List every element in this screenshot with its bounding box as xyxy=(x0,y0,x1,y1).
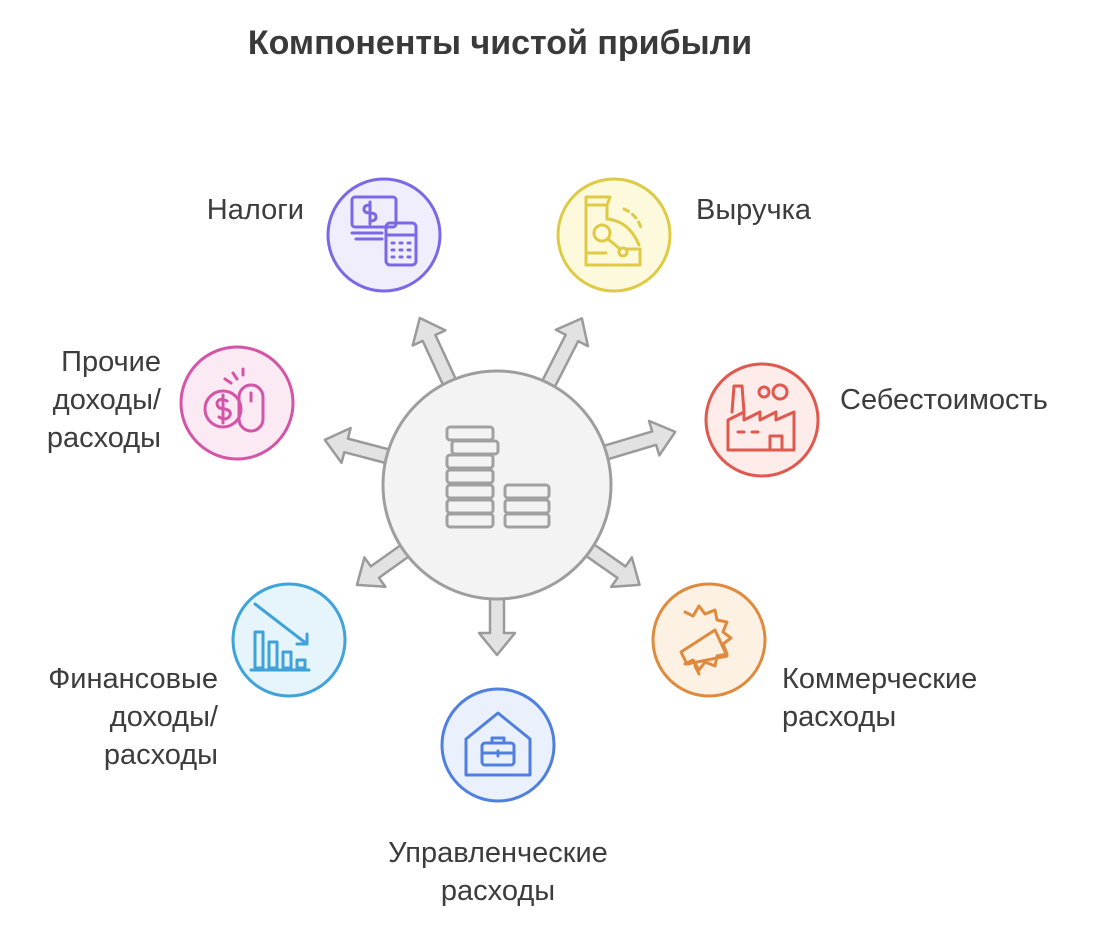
node-commercial xyxy=(651,582,767,698)
label-line: Себестоимость xyxy=(840,384,1048,416)
node-admin xyxy=(440,687,556,803)
label-commercial: Коммерческие расходы xyxy=(782,660,977,736)
briefcase-house-icon xyxy=(464,711,532,777)
money-calculator-icon xyxy=(350,195,418,267)
node-taxes xyxy=(326,177,442,293)
node-revenue xyxy=(556,177,672,293)
label-line: Управленческие xyxy=(388,837,608,869)
center-hub xyxy=(381,369,613,601)
label-line: расходы xyxy=(46,422,161,454)
node-cost xyxy=(704,362,820,478)
megaphone-icon xyxy=(679,604,733,676)
factory-icon xyxy=(726,383,796,452)
coin-stacks-icon xyxy=(445,425,551,529)
label-line: Прочие xyxy=(61,346,161,378)
label-admin: Управленческие расходы xyxy=(348,834,648,910)
label-revenue: Выручка xyxy=(696,191,811,229)
label-financial: Финансовые доходы/расходы xyxy=(48,660,218,774)
label-line: Налоги xyxy=(206,194,304,226)
label-other: Прочие доходы/расходы xyxy=(47,343,161,457)
label-line: расходы xyxy=(103,739,218,771)
label-line: Финансовые xyxy=(48,663,218,695)
coin-mouse-icon xyxy=(203,367,265,433)
label-line: расходы xyxy=(440,875,556,907)
node-other xyxy=(179,345,295,461)
label-line: Коммерческие xyxy=(782,663,978,695)
declining-chart-icon xyxy=(249,602,311,672)
label-line: Выручка xyxy=(696,194,812,226)
label-cost: Себестоимость xyxy=(840,381,1048,419)
label-line: расходы xyxy=(782,701,897,733)
label-line: доходы/ xyxy=(52,384,161,416)
node-financial xyxy=(231,582,347,698)
diagram-title: Компоненты чистой прибыли xyxy=(247,24,753,62)
label-line: доходы/ xyxy=(109,701,218,733)
cash-register-icon xyxy=(584,195,644,267)
label-taxes: Налоги xyxy=(207,191,304,229)
